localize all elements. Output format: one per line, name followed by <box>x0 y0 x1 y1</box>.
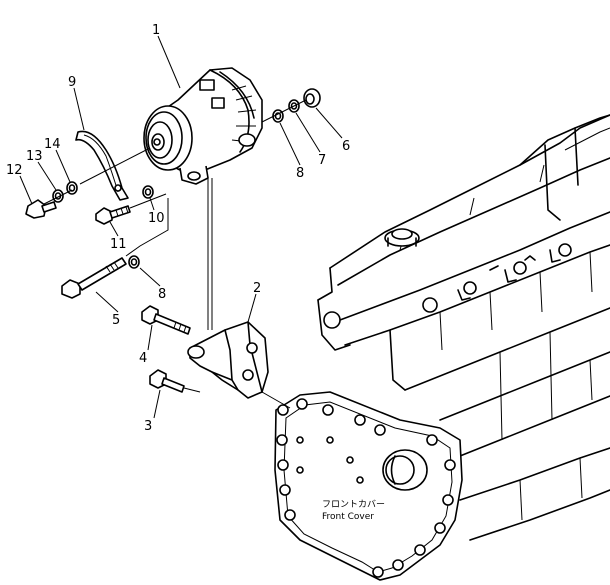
callout-3: 3 <box>144 419 152 434</box>
callout-7: 7 <box>318 153 326 168</box>
front-cover: フロントカバー Front Cover <box>274 391 463 581</box>
callout-5: 5 <box>112 313 120 328</box>
belt <box>75 130 129 201</box>
callout-2: 2 <box>253 281 261 296</box>
callout-4: 4 <box>139 351 147 366</box>
washer-10 <box>142 185 154 199</box>
front-cover-label-jp: フロントカバー <box>322 499 385 510</box>
washer-8-lower <box>128 255 140 269</box>
callout-1: 1 <box>152 23 160 38</box>
alternator <box>143 67 263 185</box>
callout-8-lower: 8 <box>158 287 166 302</box>
callout-8-upper: 8 <box>296 166 304 181</box>
nut-6 <box>303 88 321 108</box>
callout-numbers: 1 2 3 4 5 6 7 8 8 9 10 11 12 13 14 <box>6 23 350 434</box>
callout-10: 10 <box>148 211 165 226</box>
assembly-lines <box>43 99 307 409</box>
callout-leaders <box>19 35 343 419</box>
bolt-5 <box>61 257 127 299</box>
callout-9: 9 <box>68 75 76 90</box>
alternator-bracket <box>187 321 269 399</box>
callout-14: 14 <box>44 137 61 152</box>
washer-13 <box>52 189 64 203</box>
bolt-11 <box>95 205 131 225</box>
front-cover-label-en: Front Cover <box>322 512 374 522</box>
callout-13: 13 <box>26 149 43 164</box>
bolt-3 <box>149 369 185 393</box>
engine-block <box>317 114 610 541</box>
bolt-12 <box>25 199 57 219</box>
callout-11: 11 <box>110 237 127 252</box>
callout-6: 6 <box>342 139 350 154</box>
bolt-4 <box>141 305 191 335</box>
callout-12: 12 <box>6 163 23 178</box>
